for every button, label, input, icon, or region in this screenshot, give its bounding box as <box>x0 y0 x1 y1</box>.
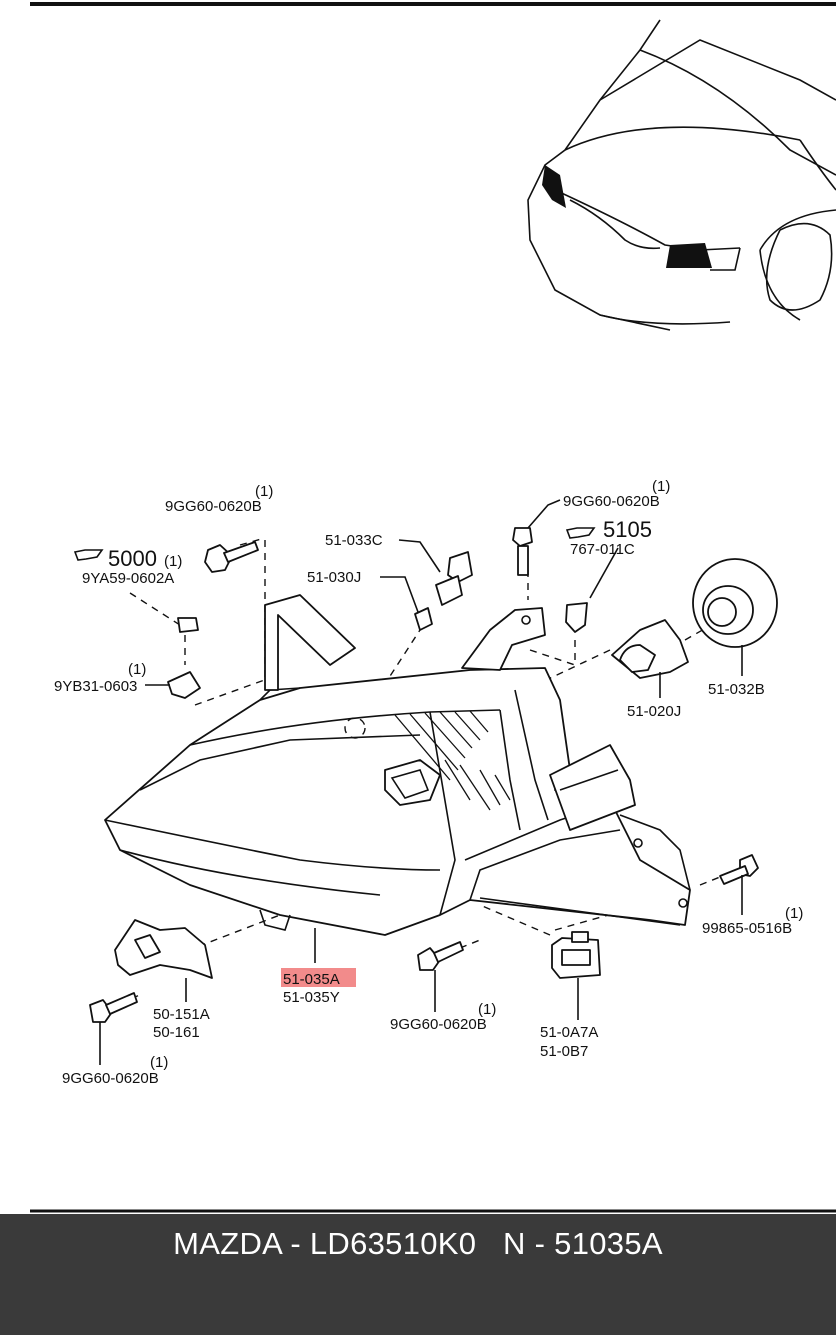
bulb-cover-label: 51-032B <box>708 681 765 698</box>
bolt-top-right-qty: (1) <box>652 478 670 495</box>
car-overview-illustration <box>527 19 836 331</box>
car-headlamp-right-shape <box>666 243 712 268</box>
bolt-top-left-part: 9GG60-0620B <box>165 498 262 515</box>
footer-part-number: MAZDA - LD63510K0 N - 51035A <box>173 1226 663 1261</box>
ref-5000-number: 5000 <box>108 546 157 571</box>
cover-51-032b-shape <box>692 558 778 648</box>
top-right-mount-bracket <box>461 607 546 671</box>
screw-right-qty: (1) <box>785 905 803 922</box>
connector-51-0a7a-shape <box>551 931 601 979</box>
bulb-side-label: 51-033C <box>325 532 383 549</box>
headlamp-assembly-selected[interactable]: 51-035A <box>283 971 340 988</box>
bolt-bottom-left-shape <box>89 992 138 1023</box>
clip-left-shape <box>167 671 201 699</box>
retainer-5105-shape <box>565 602 588 633</box>
headlamp-assembly-alt: 51-035Y <box>283 989 340 1006</box>
bulb-51-020j-shape <box>611 619 689 679</box>
headlamp-bulb-label: 51-020J <box>627 703 681 720</box>
bolt-bottom-mid-part: 9GG60-0620B <box>390 1016 487 1033</box>
bulb-51-033c-shape <box>435 551 473 606</box>
ref-5105-sub: 767-011C <box>570 541 635 558</box>
car-headlamp-left-shape <box>542 165 566 208</box>
parts-diagram: (1) 9GG60-0620B 5000 (1) 9YA59-0602A (1)… <box>30 2 836 1213</box>
bolt-top-left-shape <box>204 541 259 573</box>
ref-5000-qty: (1) <box>164 553 182 570</box>
bracket-50-151a-shape <box>114 919 213 979</box>
screw-right-shape <box>719 854 759 885</box>
bolt-bottom-mid-qty: (1) <box>478 1001 496 1018</box>
hand-icon-5000 <box>73 549 104 561</box>
clip-left-qty: (1) <box>128 661 146 678</box>
socket-side-label: 51-030J <box>307 569 361 586</box>
connector-label-b: 51-0B7 <box>540 1043 588 1060</box>
top-left-mount-bracket <box>264 594 356 691</box>
bracket-label-b: 50-161 <box>153 1024 200 1041</box>
selected-part-highlight <box>281 968 356 987</box>
bolt-bottom-left-part: 9GG60-0620B <box>62 1070 159 1087</box>
connector-label-a: 51-0A7A <box>540 1024 598 1041</box>
headlamp-assembly-drawing <box>104 667 691 936</box>
bolt-top-right-part: 9GG60-0620B <box>563 493 660 510</box>
leader-lines <box>99 499 743 1065</box>
bolt-top-left-qty: (1) <box>255 483 273 500</box>
bracket-label-a: 50-151A <box>153 1006 210 1023</box>
clip-left-part: 9YB31-0603 <box>54 678 137 695</box>
bolt-bottom-mid-shape <box>417 941 464 971</box>
bolt-bottom-left-qty: (1) <box>150 1054 168 1071</box>
bolt-top-right-shape <box>512 527 533 576</box>
nut-5000-shape <box>177 617 199 633</box>
top-right-mount-hole <box>521 615 531 625</box>
hand-icon-5105 <box>565 527 596 539</box>
lens-hatching <box>394 710 511 811</box>
screw-right-part: 99865-0516B <box>702 920 792 937</box>
socket-51-030j-shape <box>414 607 433 631</box>
ref-5105-number: 5105 <box>603 517 652 542</box>
footer-bar <box>0 1214 836 1335</box>
ref-5000-sub: 9YA59-0602A <box>82 570 174 587</box>
